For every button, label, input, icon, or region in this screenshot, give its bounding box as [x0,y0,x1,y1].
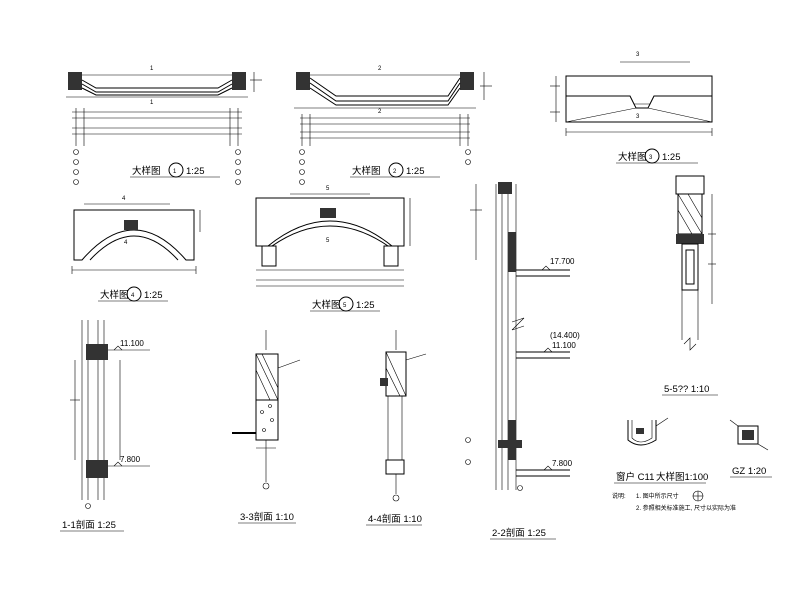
d4-section-mark-bottom: 4 [124,240,128,246]
d5-section-mark-bottom: 5 [326,238,330,244]
d2-title-scale: 1:25 [406,166,425,177]
s22-level-d: 7.800 [552,459,573,468]
window-c11-detail: 窗户 C11 大样图1:100 [614,417,708,484]
notes-label: 说明: [612,492,626,500]
d2-title: 大样图 [352,165,381,177]
d3-title-number: 3 [649,155,653,161]
d5-section-mark-top: 5 [326,186,330,192]
detail-4: 4 4 大样图 4 1:25 [71,196,201,302]
section-3-3: 3-3剖面 1:10 [232,330,301,524]
c11-scale: 大样图1:100 [656,471,708,483]
s11-title: 1-1剖面 1:25 [62,519,116,531]
d4-section-mark-top: 4 [122,196,126,202]
d1-title-number: 1 [173,169,177,175]
section-2-2: 17.700 (14.400) 11.100 7.800 2-2剖面 1:25 [465,182,580,540]
d1-title: 大样图 [132,165,161,177]
s11-level-bottom: 7.800 [120,455,141,464]
s33-title: 3-3剖面 1:10 [240,511,294,523]
section-5-5: 5-5?? 1:10 [662,175,718,396]
d2-section-mark-top: 2 [378,66,382,72]
c11-title: 窗户 C11 [616,471,654,483]
d1-section-mark-bottom: 1 [150,100,154,106]
detail-1: 1 1 大样图 1 1:25 [66,66,262,185]
section-1-1: 11.100 7.800 1-1剖面 1:25 [60,320,150,532]
s22-title: 2-2剖面 1:25 [492,527,546,539]
section-4-4: 4-4剖面 1:10 [366,330,427,526]
s22-level-c: 11.100 [552,341,576,350]
d3-title: 大样图 [618,151,647,163]
s22-level-b: (14.400) [550,331,580,340]
notes-block: 说明: 1. 图中所示尺寸 2. 参照相关标准施工, 尺寸以实际为准 [612,490,736,512]
gz-detail: GZ 1:20 [729,419,772,478]
s11-level-top: 11.100 [120,339,144,348]
detail-2: 2 2 大样图 2 1:25 [294,66,492,185]
d1-section-mark-top: 1 [150,66,154,72]
d2-title-number: 2 [393,169,397,175]
d4-title: 大样图 [100,289,129,301]
d3-title-scale: 1:25 [662,152,681,163]
s55-title: 5-5?? 1:10 [664,384,709,395]
d5-title-number: 5 [343,303,347,309]
note-1: 1. 图中所示尺寸 [636,492,679,500]
d4-title-scale: 1:25 [144,290,163,301]
s44-title: 4-4剖面 1:10 [368,513,422,525]
d3-section-mark-bottom: 3 [636,114,640,120]
d4-title-number: 4 [131,293,135,299]
d2-section-mark-bottom: 2 [378,109,382,115]
s22-level-a: 17.700 [550,257,575,266]
gz-title: GZ 1:20 [732,466,766,477]
d3-section-mark-top: 3 [636,52,640,58]
detail-5: 5 5 大样图 5 1:25 [255,186,411,312]
d5-title-scale: 1:25 [356,300,375,311]
note-2: 2. 参照相关标准施工, 尺寸以实际为准 [636,504,736,512]
d1-title-scale: 1:25 [186,166,205,177]
detail-3: 3 3 大样图 3 1:25 [550,52,713,164]
d5-title: 大样图 [312,299,341,311]
